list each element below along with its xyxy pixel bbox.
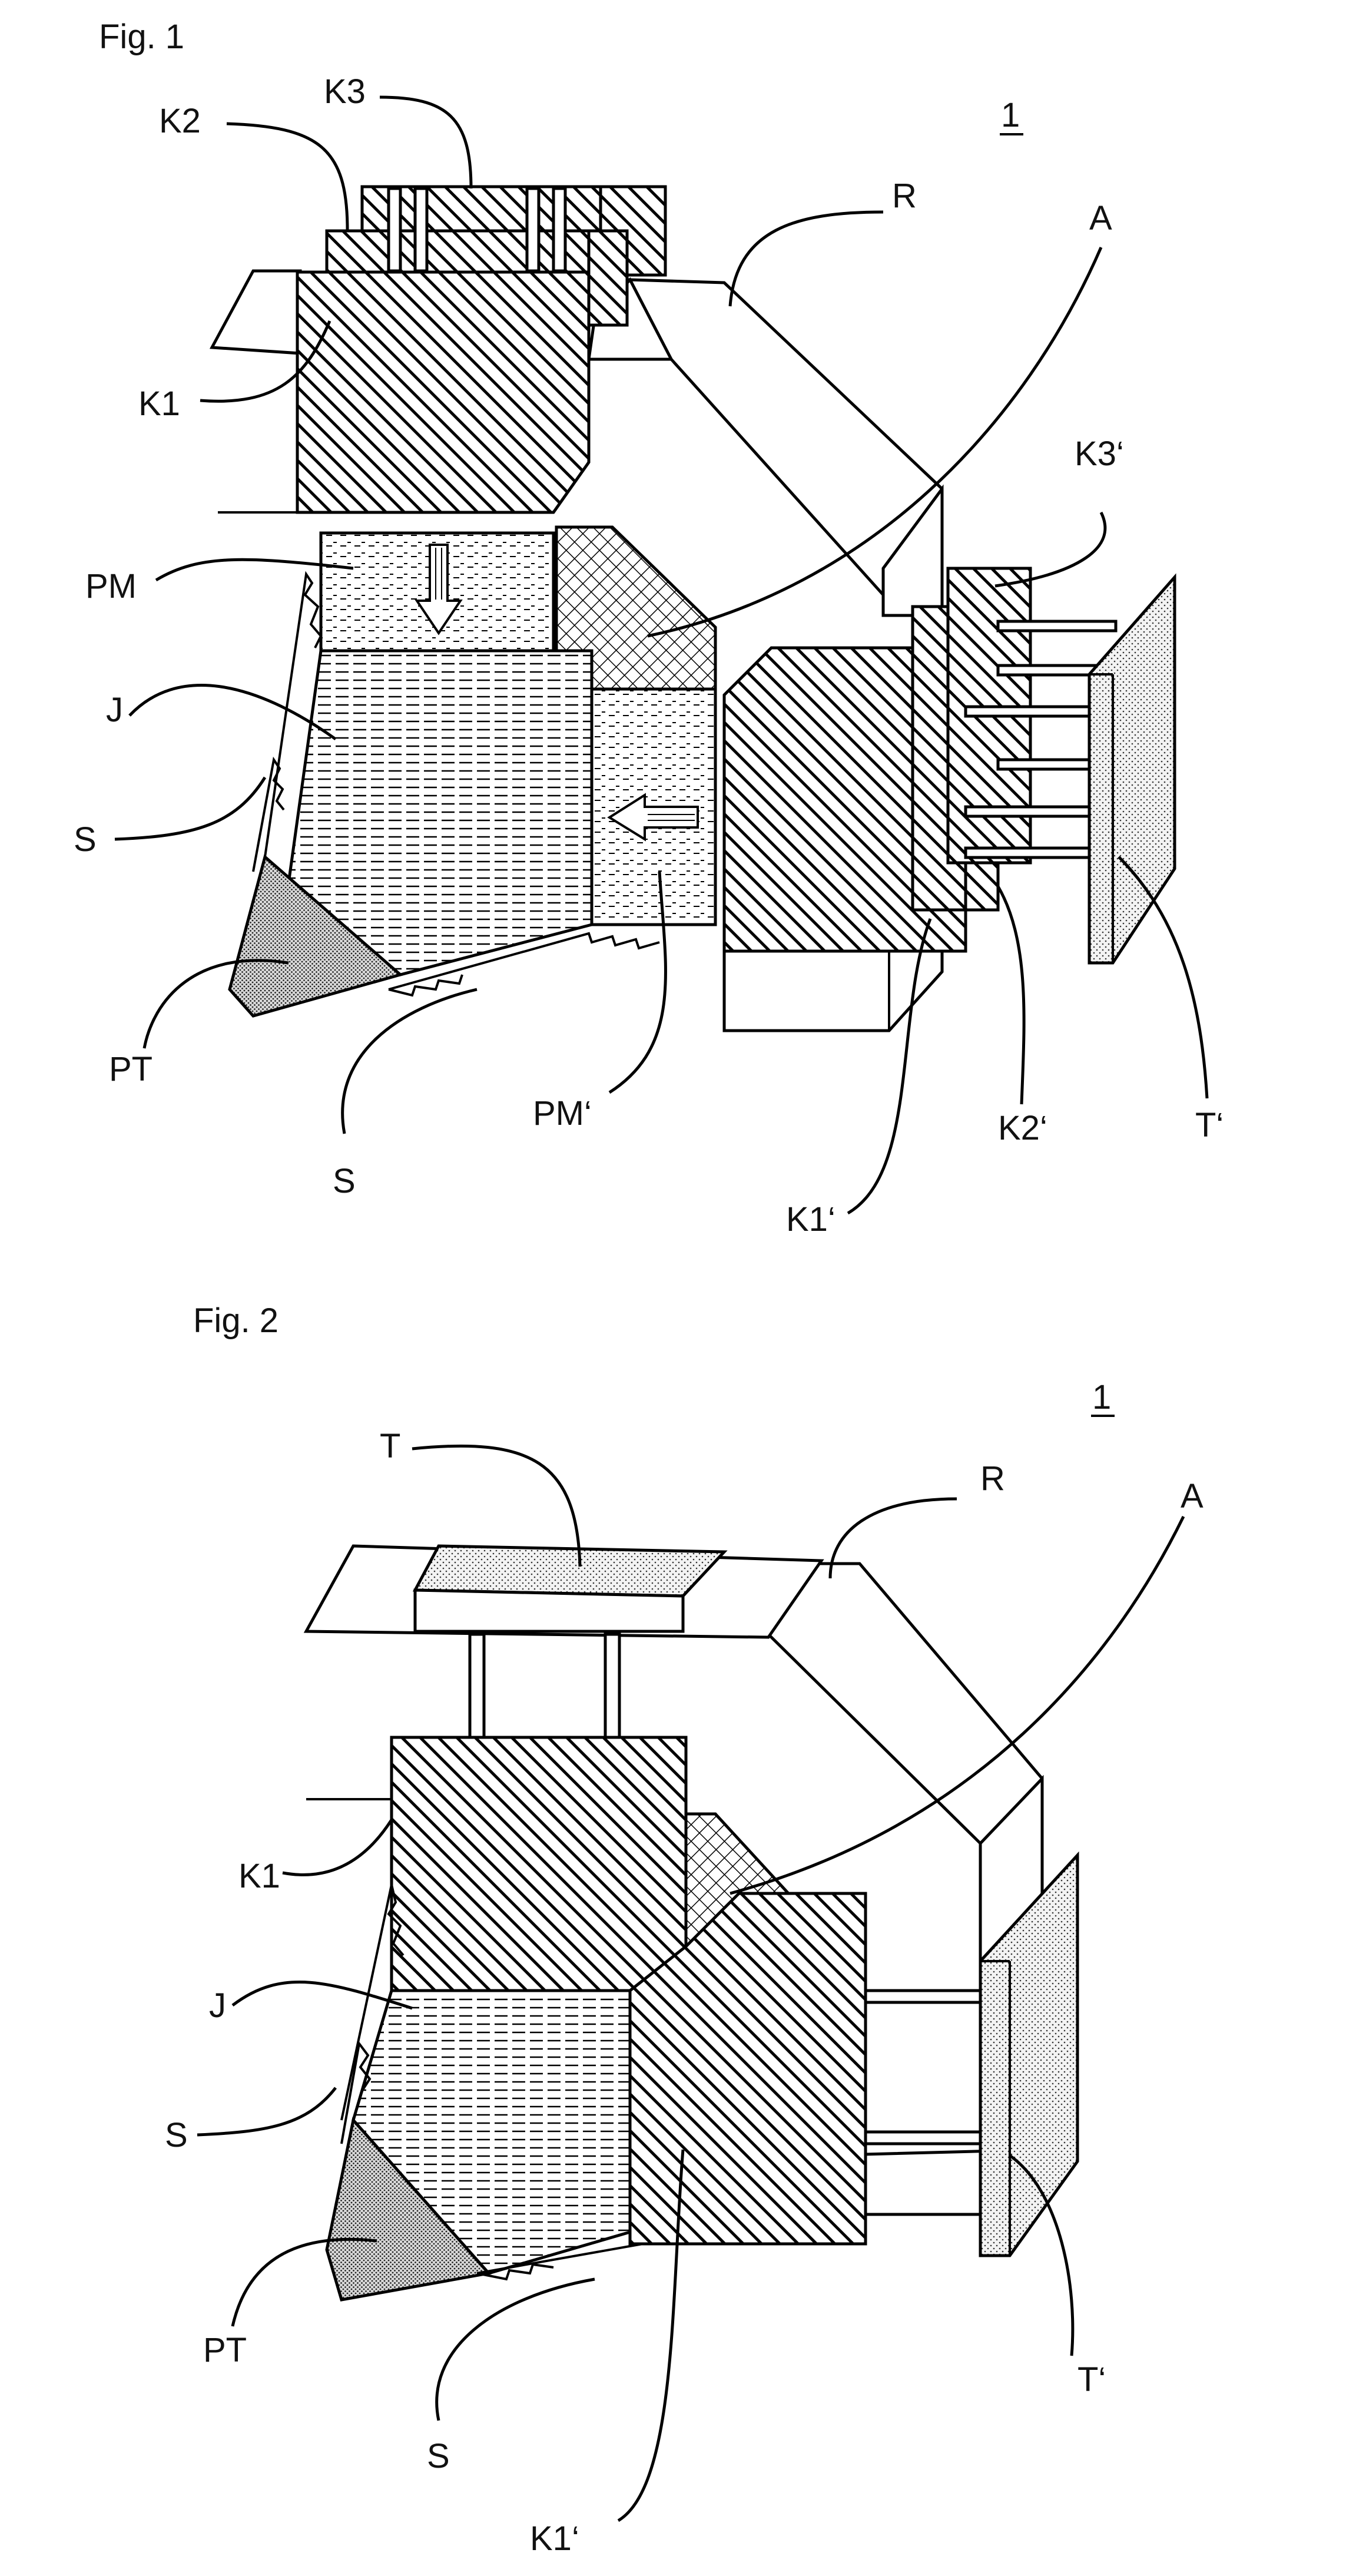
pt-block <box>228 854 404 1018</box>
label-t-prime-2: T‘ <box>1077 2360 1106 2399</box>
pm-arrow-down <box>415 544 463 635</box>
t-plate-edge <box>413 1588 685 1633</box>
figure-2: Fig. 2 1 <box>165 1302 1204 2558</box>
label-k1-2: K1 <box>238 1857 280 1895</box>
figure-1-leaders <box>114 95 1209 1215</box>
label-j: J <box>106 691 123 729</box>
k1-bracket <box>209 269 302 355</box>
label-a-2: A <box>1181 1477 1204 1515</box>
s-saw-bottom-teeth-2 <box>476 2263 554 2281</box>
label-r: R <box>892 177 917 215</box>
figure-2-ref: 1 <box>1092 1378 1111 1416</box>
label-k1-prime: K1‘ <box>786 1200 836 1239</box>
k2-plate <box>325 229 629 274</box>
label-s-bottom: S <box>333 1162 356 1200</box>
j-block <box>287 649 594 976</box>
pt-block-2 <box>325 2117 492 2302</box>
label-t-2: T <box>380 1427 400 1465</box>
label-t-prime: T‘ <box>1195 1106 1224 1144</box>
label-k3: K3 <box>324 72 366 111</box>
s-saw-left-2 <box>340 1884 405 2121</box>
t-rods <box>468 1633 621 1739</box>
t-plate <box>412 1544 728 1598</box>
k1-prime-block-2 <box>628 1892 867 2246</box>
figure-1-title: Fig. 1 <box>99 18 184 56</box>
label-k1-prime-2: K1‘ <box>530 2519 579 2558</box>
s-saw-bottom <box>388 932 660 991</box>
j-block-2 <box>352 1989 632 2275</box>
figure-2-leaders <box>197 1444 1185 2522</box>
label-k3-prime: K3‘ <box>1075 435 1124 473</box>
label-s-left: S <box>74 820 97 859</box>
t-prime-plate <box>1088 573 1176 965</box>
label-j-2: J <box>209 1986 226 2025</box>
k1-block <box>296 270 591 514</box>
label-k2-prime: K2‘ <box>998 1109 1047 1147</box>
s-saw-left-lower-2 <box>340 2041 372 2144</box>
label-r-2: R <box>980 1459 1005 1498</box>
label-s-left-2: S <box>165 2116 188 2154</box>
s-saw-left <box>264 571 323 857</box>
label-s-bottom-2: S <box>427 2437 450 2475</box>
k1-block-2 <box>390 1736 688 1992</box>
k2-plate-side <box>587 229 629 327</box>
label-pm: PM <box>85 567 137 605</box>
figure-1: Fig. 1 1 <box>74 18 1224 1239</box>
s-saw-bottom-teeth <box>388 974 463 997</box>
t-prime-plate-2 <box>979 1851 1079 2257</box>
label-pt: PT <box>109 1050 152 1088</box>
pm-prime-arrow-left <box>607 793 699 842</box>
figure-1-ref: 1 <box>1001 96 1020 134</box>
label-k1: K1 <box>138 385 180 423</box>
s-saw-left-lower <box>252 756 285 872</box>
label-k2: K2 <box>159 102 201 140</box>
t-prime-rods-2 <box>864 1989 985 2145</box>
label-pm-prime: PM‘ <box>533 1094 592 1133</box>
label-pt-2: PT <box>203 2331 247 2369</box>
figure-2-title: Fig. 2 <box>193 1302 279 1340</box>
label-a: A <box>1089 199 1112 237</box>
